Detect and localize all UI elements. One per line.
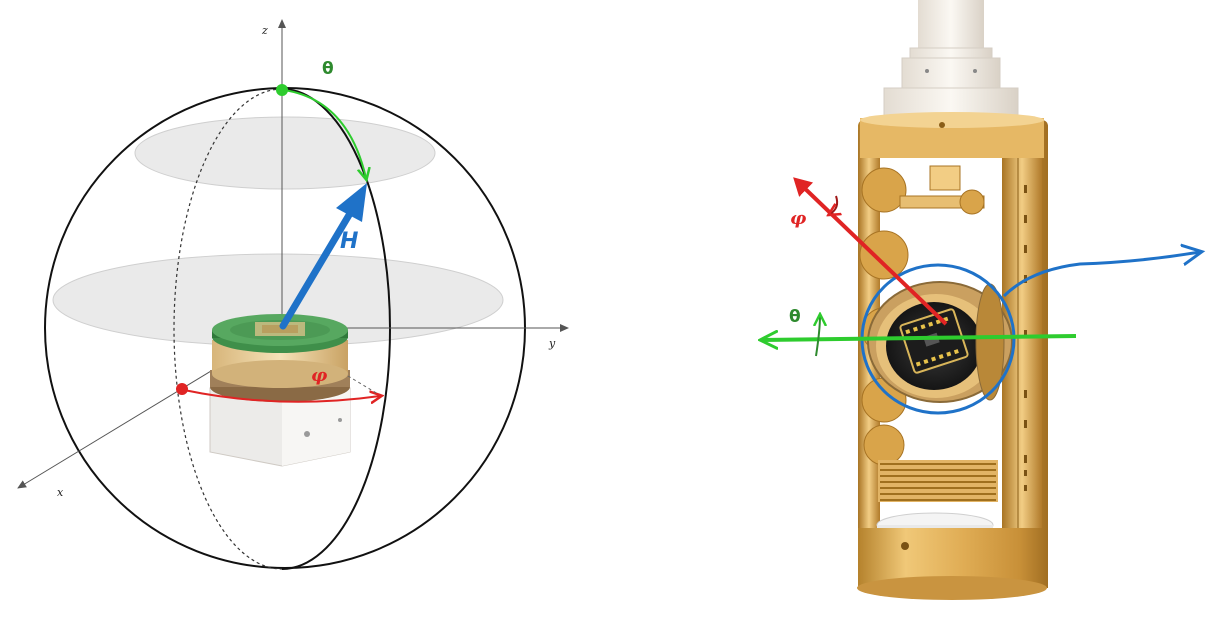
upper-latitude-plane xyxy=(134,116,436,190)
phi-arc xyxy=(183,389,380,402)
theta-rotation-arc xyxy=(816,316,820,357)
sample-stage xyxy=(867,281,1013,403)
field-label-h: H xyxy=(340,229,358,254)
phi-rotation-axis xyxy=(793,177,948,326)
right-rotator-render: θ φ xyxy=(762,0,1200,600)
field-vector-h xyxy=(279,206,356,330)
theta-label-left: θ xyxy=(322,59,334,79)
theta-label-right: θ xyxy=(789,307,801,327)
theta-start-dot xyxy=(276,84,288,96)
phi-label-right: φ xyxy=(790,208,807,229)
zoom-arrow xyxy=(1002,252,1200,298)
y-axis-label: y xyxy=(548,337,556,350)
meridian-back xyxy=(173,88,283,570)
x-axis-label: x xyxy=(57,486,64,499)
field-vector-arrowhead xyxy=(336,183,367,222)
theta-rotation-axis xyxy=(762,336,1077,340)
coil-spring xyxy=(878,460,998,502)
left-sphere-diagram: z y x H θ xyxy=(17,19,569,570)
sample-puck xyxy=(209,314,351,467)
phi-guide-dashes xyxy=(347,375,379,395)
theta-arc xyxy=(283,89,366,178)
top-tube xyxy=(918,0,984,50)
meridian-front xyxy=(281,88,391,570)
phi-label-left: φ xyxy=(311,365,328,386)
phi-start-dot xyxy=(176,383,188,395)
z-axis-label: z xyxy=(261,24,268,37)
phi-rotation-arc xyxy=(830,195,837,214)
